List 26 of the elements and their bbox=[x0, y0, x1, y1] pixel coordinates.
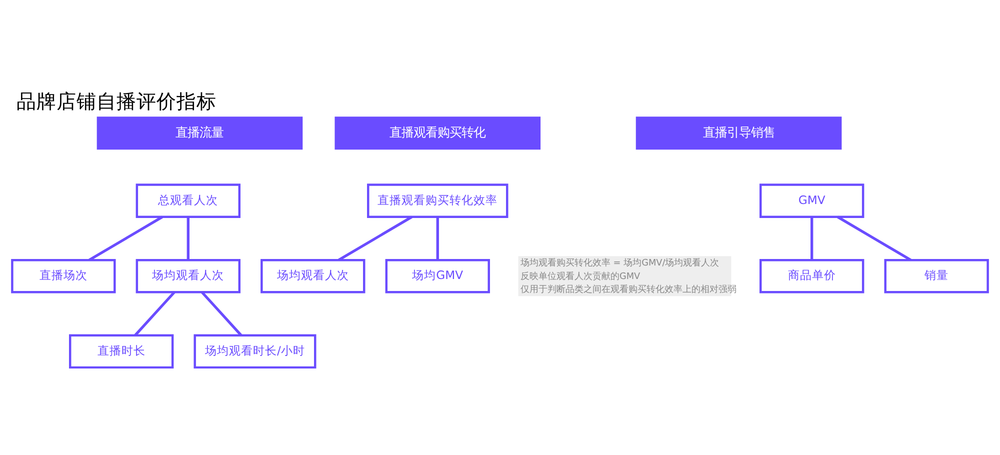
connector bbox=[88, 215, 163, 261]
connector bbox=[186, 216, 190, 260]
node-box: 总观看人次 bbox=[136, 183, 240, 218]
label: 仅用于判断品类之间在观看购买转化效率上的相对强弱 bbox=[520, 284, 736, 295]
connector bbox=[338, 215, 412, 261]
label: 场均观看购买转化效率 = 场均GMV/场均观看人次 bbox=[520, 258, 720, 268]
node-box: 直播流量 bbox=[96, 116, 303, 150]
connector bbox=[134, 290, 176, 336]
node-box: 直播引导销售 bbox=[636, 116, 842, 150]
connector bbox=[837, 215, 912, 261]
node-box: 直播观看购买转化 bbox=[334, 116, 541, 150]
node-box: 商品单价 bbox=[760, 258, 864, 293]
node-box: 直播观看购买转化效率 bbox=[367, 183, 508, 218]
node-box: GMV bbox=[760, 183, 864, 218]
node-box: 场均GMV bbox=[385, 258, 490, 293]
node-box: 销量 bbox=[884, 258, 989, 293]
node-box: 场均观看人次 bbox=[136, 258, 240, 293]
label: 反映单位观看人次贡献的GMV bbox=[520, 271, 640, 282]
node-box: 场均观看时长/小时 bbox=[194, 334, 316, 368]
node-box: 直播场次 bbox=[11, 258, 116, 293]
connector bbox=[201, 290, 242, 336]
connector bbox=[436, 216, 439, 260]
diagram-title: 品牌店铺自播评价指标 bbox=[16, 89, 216, 112]
node-box: 直播时长 bbox=[69, 334, 174, 368]
node-box: 场均观看人次 bbox=[260, 258, 366, 293]
connector bbox=[810, 216, 814, 260]
